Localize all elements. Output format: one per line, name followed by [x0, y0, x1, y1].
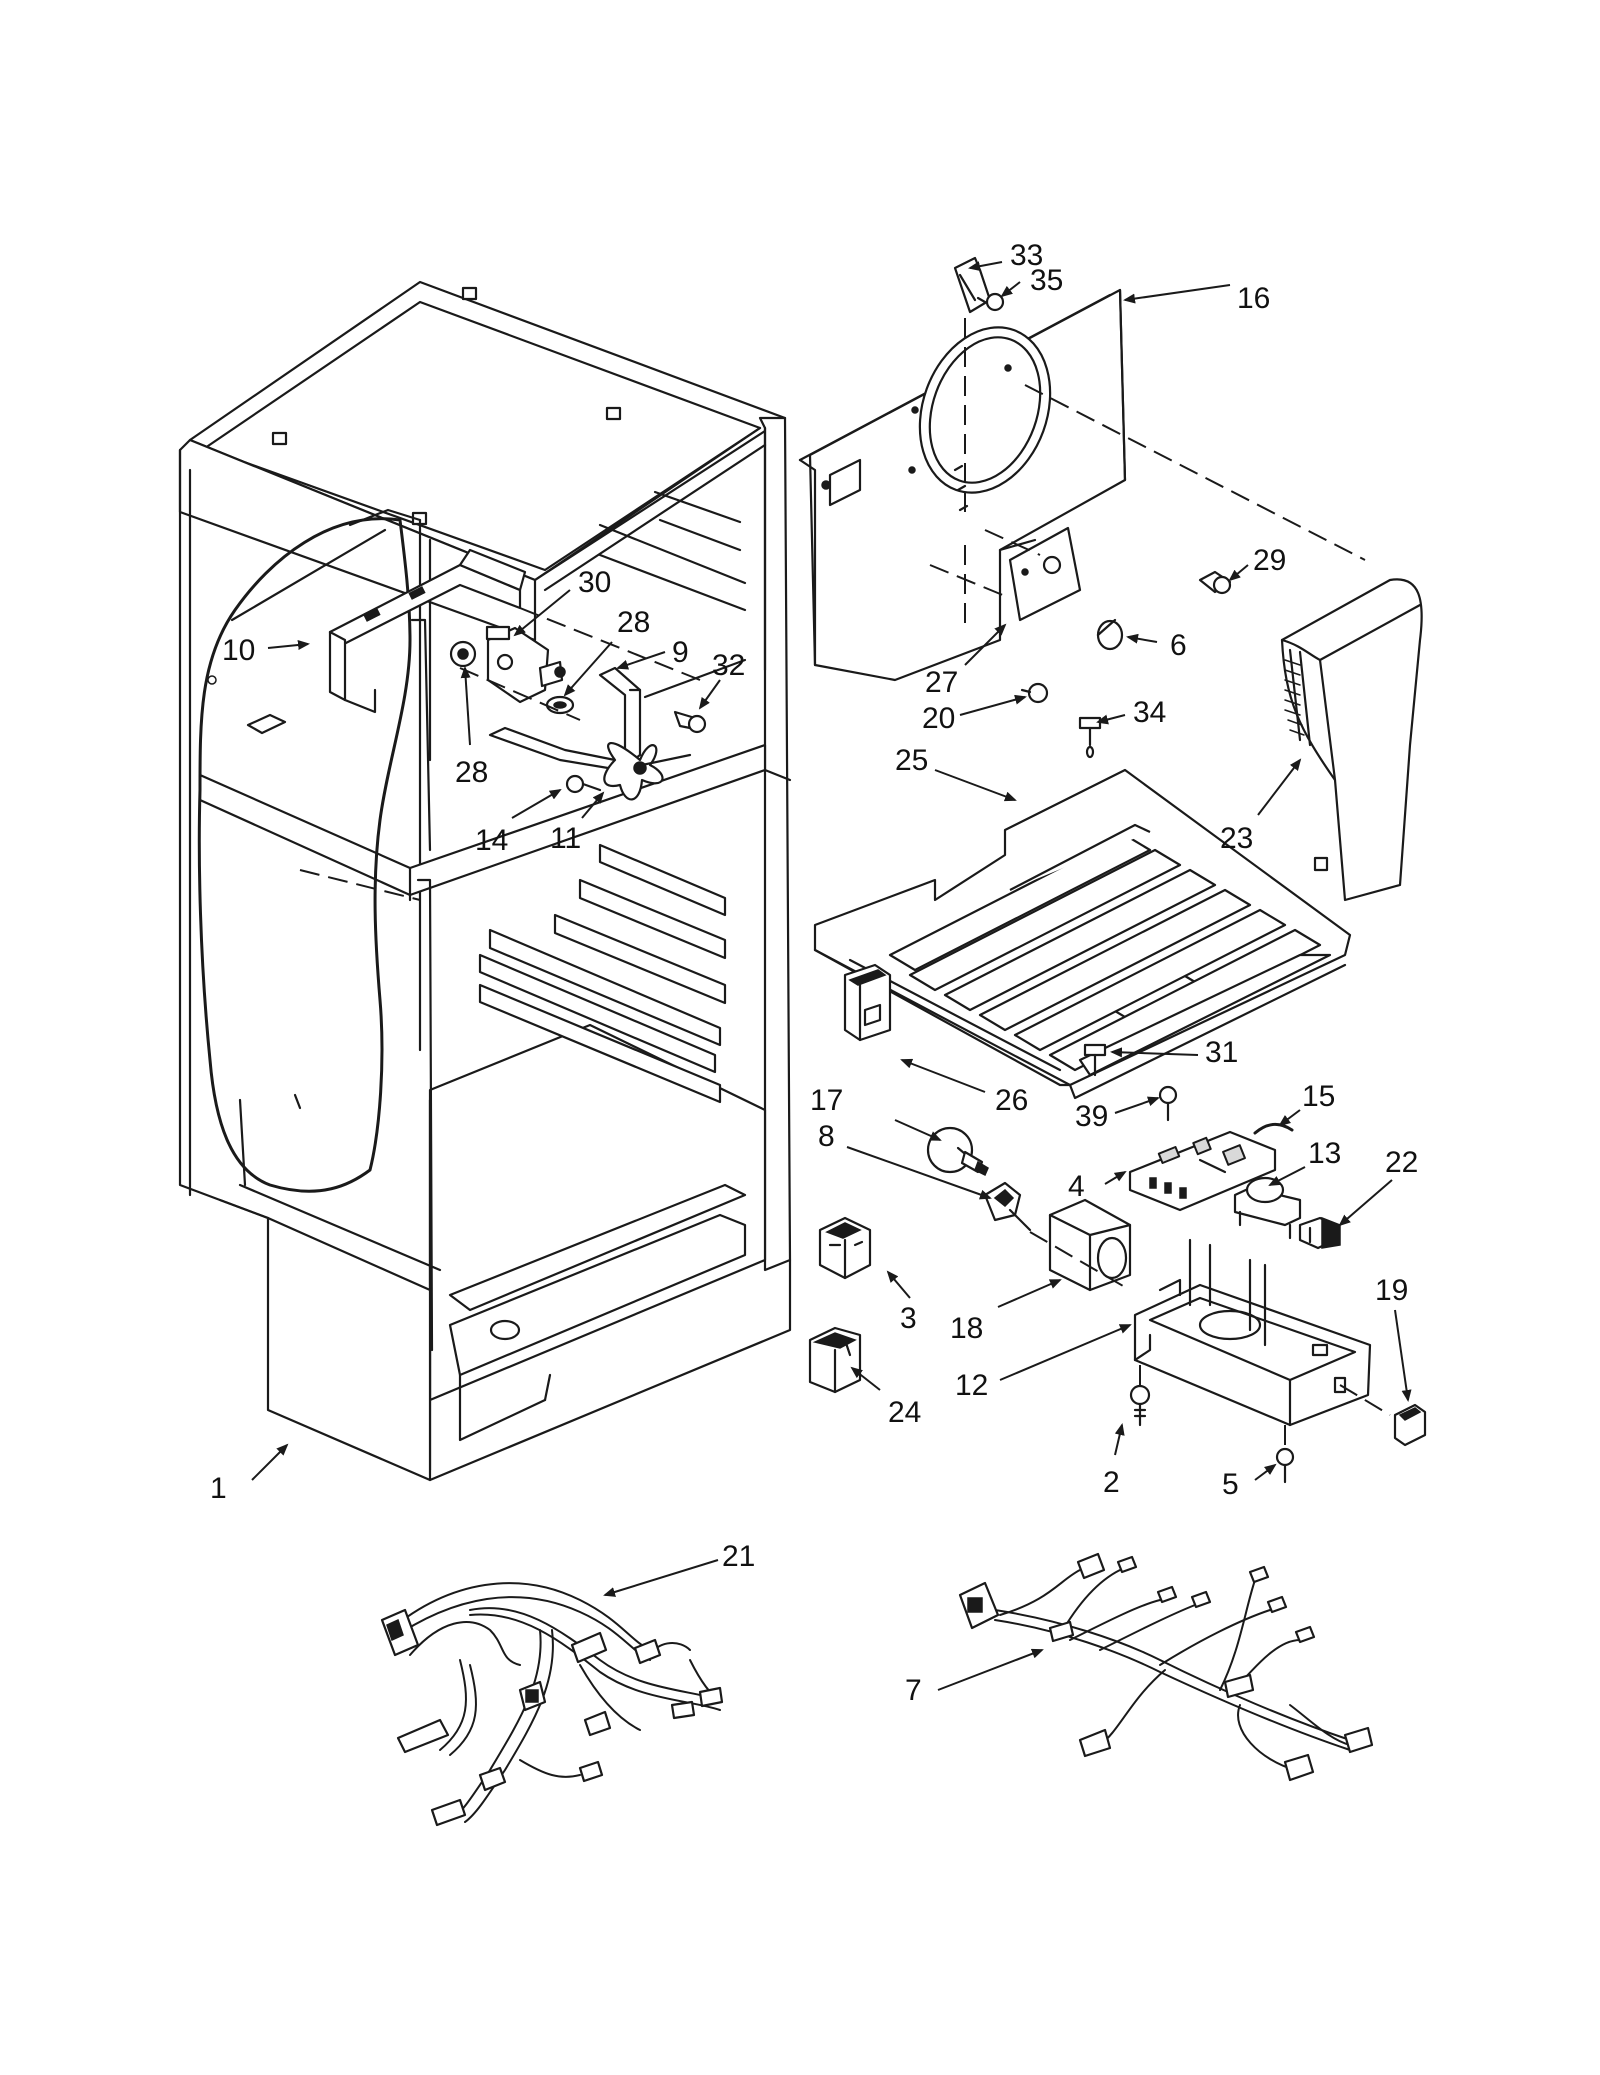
part-13-thermostat: [1233, 1176, 1302, 1240]
callout-10: 10: [222, 634, 255, 667]
cabinet-liner: [178, 280, 792, 1482]
callout-28a: 28: [455, 756, 488, 789]
part-31-screw: [1083, 1043, 1107, 1077]
part-20-screw: [1020, 682, 1049, 704]
callout-22: 22: [1385, 1146, 1418, 1179]
callout-1: 1: [210, 1472, 227, 1505]
part-5-screw: [1275, 1447, 1295, 1484]
callout-4: 4: [1068, 1170, 1085, 1203]
leader-lines: [251, 261, 1412, 1691]
part-18-light-shield: [1048, 1198, 1132, 1292]
evaporator-fins: [888, 823, 1332, 1077]
callout-11: 11: [550, 822, 581, 855]
callout-30: 30: [578, 566, 611, 599]
part-27-cover-plate: [1008, 526, 1082, 622]
part-17-light-bulb: [926, 1126, 989, 1177]
part-29-screw: [1198, 570, 1232, 595]
part-39-screw: [1158, 1085, 1178, 1122]
callout-33: 33: [1010, 239, 1043, 272]
callout-23: 23: [1220, 822, 1253, 855]
callout-6: 6: [1170, 629, 1187, 662]
callout-28b: 28: [617, 606, 650, 639]
callout-27: 27: [925, 666, 958, 699]
callout-2: 2: [1103, 1466, 1120, 1499]
part-7-wiring-harness: [958, 1552, 1374, 1782]
callout-26: 26: [995, 1084, 1028, 1117]
part-8-light-socket: [983, 1181, 1032, 1232]
part-19-switch: [1393, 1403, 1427, 1447]
part-14-screw: [565, 774, 602, 794]
callout-35: 35: [1030, 264, 1063, 297]
part-23-duct-cover: [1280, 578, 1423, 902]
callout-12: 12: [955, 1369, 988, 1402]
callout-39: 39: [1075, 1100, 1108, 1133]
callout-25: 25: [895, 744, 928, 777]
callout-17: 17: [810, 1084, 843, 1117]
part-21-wiring-harness: [380, 1582, 724, 1827]
callout-3: 3: [900, 1302, 917, 1335]
callout-18: 18: [950, 1312, 983, 1345]
part-4-control-board: [1128, 1130, 1277, 1212]
callout-14: 14: [475, 824, 508, 857]
part-30-damper-control: [485, 625, 566, 704]
shelf-rails: [478, 843, 727, 1104]
part-15-clip: [1253, 1122, 1294, 1135]
part-28-knob-left: [449, 640, 477, 668]
callout-16: 16: [1237, 282, 1270, 315]
callout-15: 15: [1302, 1080, 1335, 1113]
callout-13: 13: [1308, 1137, 1341, 1170]
part-26-terminator: [843, 963, 892, 1042]
callout-9: 9: [672, 636, 689, 669]
part-28-knob-right: [545, 695, 575, 715]
part-12-control-housing: [1133, 1238, 1372, 1427]
callout-19: 19: [1375, 1274, 1408, 1307]
callout-20: 20: [922, 702, 955, 735]
callout-29: 29: [1253, 544, 1286, 577]
part-22-knob: [1298, 1216, 1341, 1250]
part-10-bracket: [328, 548, 527, 714]
part-35-screw: [976, 292, 1005, 312]
part-6-plug: [1096, 618, 1124, 651]
callout-labels: 1 2 3 4 5 6 7 8 9 10 11 12 13 14 15 16 1…: [210, 239, 1418, 1707]
part-33-clip: [953, 256, 992, 314]
part-16-duct-panel: [798, 288, 1127, 682]
part-32-screw: [673, 710, 707, 734]
part-2-screw: [1129, 1384, 1151, 1427]
callout-24: 24: [888, 1396, 921, 1429]
part-24-relay: [808, 1326, 862, 1394]
part-3-connector: [818, 1216, 872, 1280]
part-11-fan-blade: [603, 742, 692, 801]
callout-5: 5: [1222, 1468, 1239, 1501]
part-25-evaporator-cover: [813, 768, 1352, 1100]
callout-34: 34: [1133, 696, 1166, 729]
callout-8: 8: [818, 1120, 835, 1153]
callout-31: 31: [1205, 1036, 1238, 1069]
callout-32: 32: [712, 649, 745, 682]
callout-21: 21: [722, 1540, 755, 1573]
part-34-screw: [1078, 716, 1102, 759]
callout-7: 7: [905, 1674, 922, 1707]
